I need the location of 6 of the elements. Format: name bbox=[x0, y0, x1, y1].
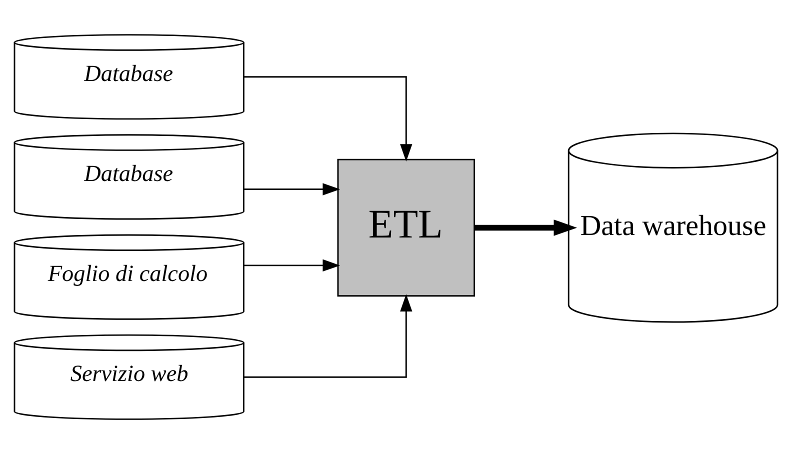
arrow bbox=[244, 259, 340, 272]
arrow bbox=[244, 76, 412, 162]
node-box: ETL bbox=[337, 158, 476, 297]
arrow bbox=[244, 294, 412, 378]
arrow bbox=[244, 183, 340, 196]
arrow bbox=[474, 220, 578, 236]
